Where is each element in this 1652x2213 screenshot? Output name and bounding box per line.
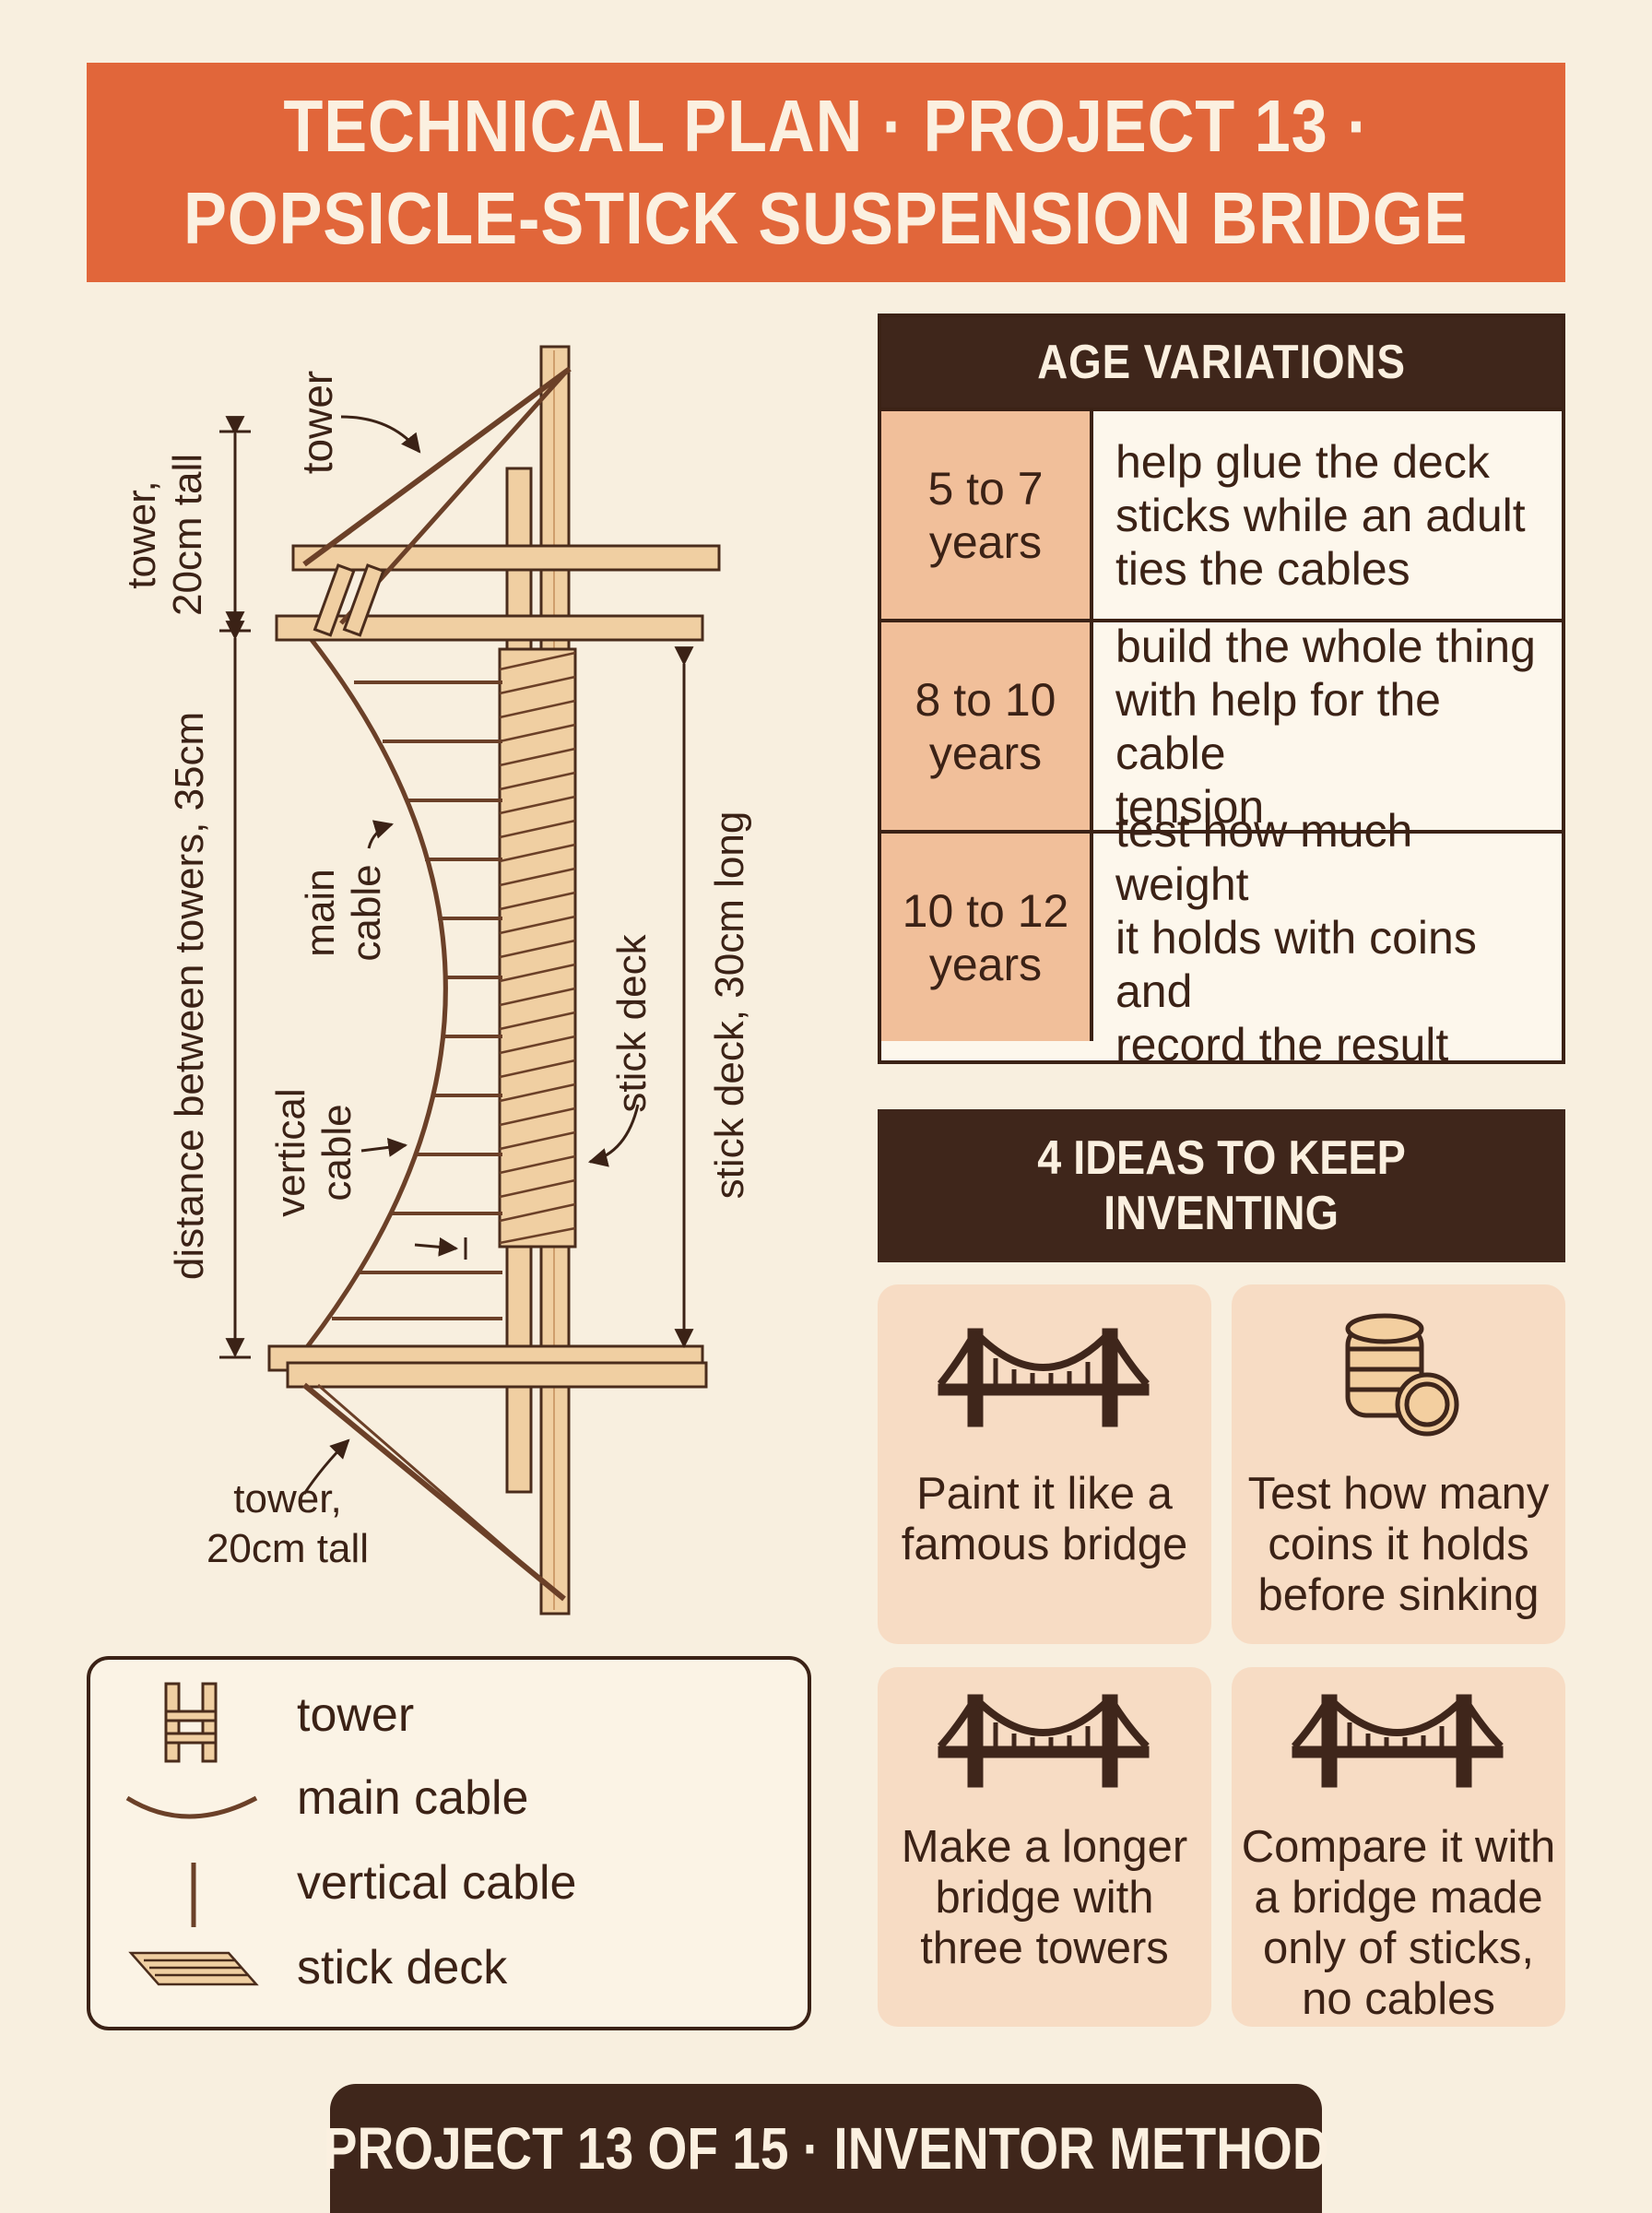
bottom-tower-label-1: tower, — [233, 1476, 341, 1521]
legend: tower main cable vertical cable stick de… — [87, 1656, 811, 2030]
top-crossbar-1 — [291, 544, 721, 572]
ideas-title: 4 IDEAS TO KEEP INVENTING — [878, 1109, 1565, 1262]
bridge-icon — [1292, 1694, 1504, 1788]
deck-label: stick deck — [609, 933, 655, 1112]
main-cable-icon — [125, 1795, 258, 1819]
bottom-crossbar-2 — [286, 1361, 708, 1389]
stick-deck-icon — [128, 1951, 259, 1986]
vertical-cables — [332, 680, 502, 1320]
age-table-title: AGE VARIATIONS — [881, 317, 1562, 408]
tower-dim-top-line2: 20cm tall — [165, 454, 210, 616]
bridge-icon — [937, 1328, 1150, 1427]
span-dim-label: distance between towers, 35cm — [167, 712, 212, 1280]
title-line-2: POPSICLE-STICK SUSPENSION BRIDGE — [183, 177, 1469, 259]
bridge-diagram: tower, 20cm tall distance between towers… — [119, 345, 752, 1615]
bottom-tower-label-2: 20cm tall — [206, 1526, 369, 1571]
deck-slats — [499, 651, 576, 1245]
deck-dim-label: stick deck, 30cm long — [707, 811, 752, 1200]
vertical-cable-label-2: cable — [314, 1104, 360, 1201]
main-cable-label-2: cable — [344, 864, 389, 961]
title-line-1: TECHNICAL PLAN · PROJECT 13 · — [282, 85, 1370, 167]
legend-label-tower: tower — [297, 1688, 415, 1742]
footer-banner: PROJECT 13 OF 15 · INVENTOR METHOD — [324, 2084, 1328, 2213]
legend-label-stick-deck: stick deck — [297, 1941, 508, 1994]
vertical-cable-label-1: vertical — [268, 1088, 313, 1216]
main-cable-label-1: main — [298, 869, 343, 956]
tower-dim-top-line1: tower, — [119, 480, 164, 588]
title-banner: TECHNICAL PLAN · PROJECT 13 · POPSICLE-S… — [87, 63, 1565, 282]
dimension-span — [219, 621, 251, 1359]
legend-label-main-cable: main cable — [297, 1771, 529, 1825]
bridge-icon — [938, 1694, 1150, 1788]
legend-label-vertical-cable: vertical cable — [297, 1856, 577, 1910]
top-crossbar-2 — [275, 614, 704, 642]
tower-icon — [164, 1682, 218, 1763]
main-cable — [291, 634, 448, 1367]
dimension-tower-top — [219, 416, 251, 633]
coins-icon — [1345, 1313, 1459, 1437]
top-tower-label: tower — [293, 371, 341, 474]
